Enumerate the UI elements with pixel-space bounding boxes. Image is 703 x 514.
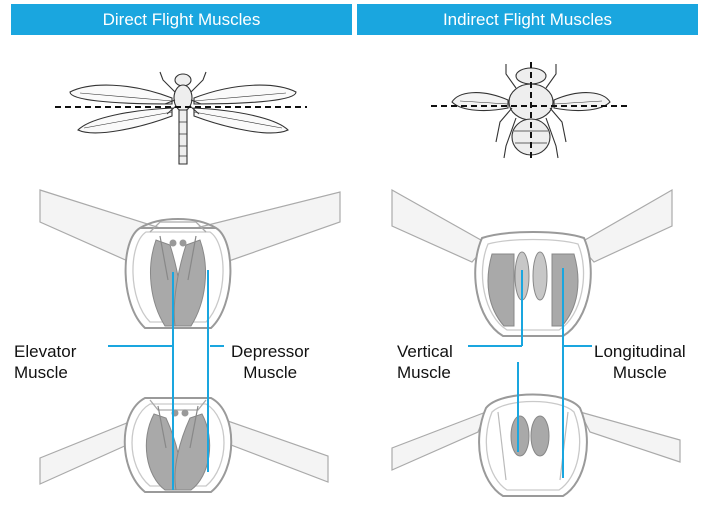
indirect-downstroke-cross-section [392,395,680,497]
longitudinal-label-line-1: Longitudinal [594,341,686,362]
vertical-label-line-1: Vertical [397,341,453,362]
longitudinal-muscle-label: Longitudinal Muscle [594,341,686,383]
direct-upstroke-cross-section [40,190,340,328]
vertical-muscle-label: Vertical Muscle [397,341,453,383]
indirect-upstroke-cross-section [392,190,672,336]
direct-downstroke-cross-section [40,398,328,492]
depressor-label-line-1: Depressor [231,341,309,362]
elevator-label-line-1: Elevator [14,341,76,362]
longitudinal-label-line-2: Muscle [594,362,686,383]
depressor-label-line-2: Muscle [231,362,309,383]
vertical-label-line-2: Muscle [397,362,453,383]
elevator-label-line-2: Muscle [14,362,76,383]
depressor-muscle-label: Depressor Muscle [231,341,309,383]
elevator-muscle-label: Elevator Muscle [14,341,76,383]
dragonfly-icon [70,72,296,164]
